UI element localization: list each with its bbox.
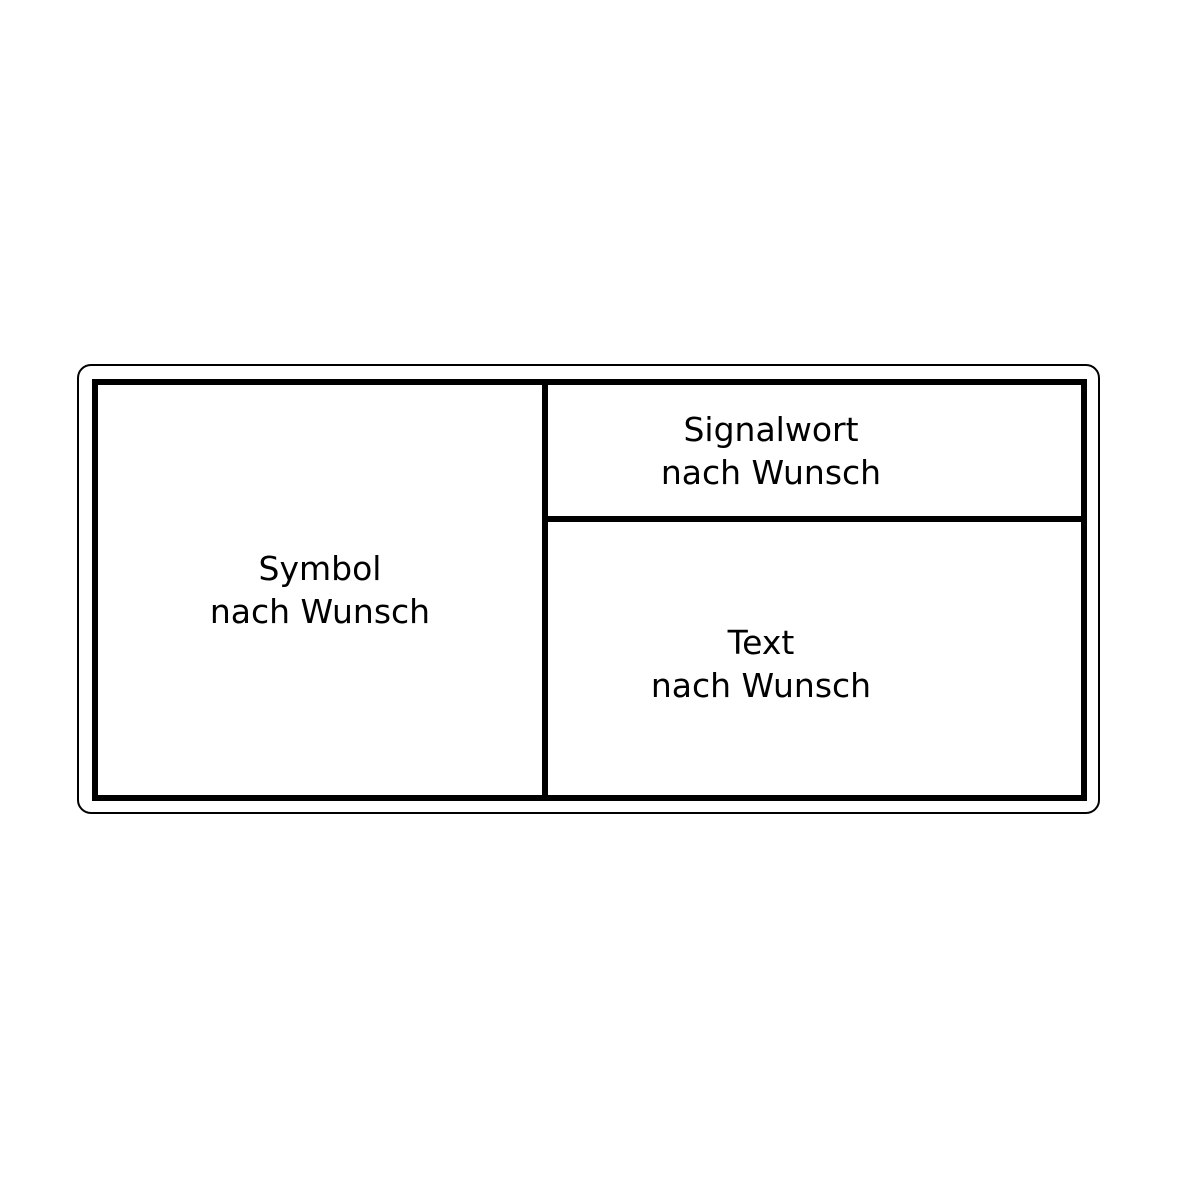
signalword-field: Signalwort nach Wunsch <box>548 385 994 516</box>
text-field-line2: nach Wunsch <box>650 665 872 705</box>
symbol-field-line1: Symbol <box>258 549 382 588</box>
sign-inner-frame <box>92 379 1087 801</box>
signalword-field-line1: Signalwort <box>683 409 859 449</box>
sign-outer-border <box>77 364 1100 814</box>
text-field-line1: Text <box>727 622 795 662</box>
symbol-field-line2: nach Wunsch <box>209 592 431 631</box>
signalword-field-line2: nach Wunsch <box>660 452 882 492</box>
vertical-divider <box>542 379 548 801</box>
symbol-field: Symbol nach Wunsch <box>98 385 542 795</box>
horizontal-divider <box>542 516 1087 522</box>
text-field: Text nach Wunsch <box>548 522 974 795</box>
